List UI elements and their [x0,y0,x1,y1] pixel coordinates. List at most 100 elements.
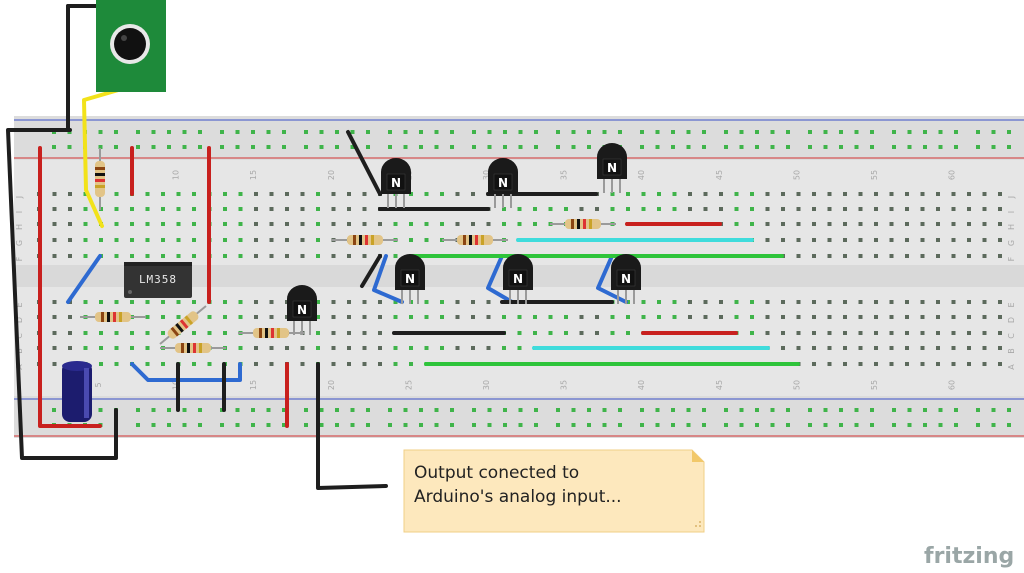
hole [440,192,444,196]
hole [83,222,88,226]
rail-hole [755,408,759,412]
hole [812,192,816,196]
row-letter: J [1007,196,1016,199]
hole [52,238,57,242]
hole [672,315,677,319]
hole [223,207,227,211]
hole [765,192,770,196]
row-letter: C [1007,333,1016,339]
hole [285,254,289,258]
hole [223,315,227,319]
hole [889,254,894,258]
hole [207,362,212,366]
hole [920,315,925,319]
rail-hole [251,423,255,427]
rail-hole [786,145,790,149]
hole [378,346,382,350]
hole [951,254,956,258]
hole [114,222,119,226]
hole [827,315,832,319]
hole [285,346,289,350]
hole [982,238,987,242]
hole [331,207,336,211]
hole [548,207,553,211]
hole [455,192,460,196]
hole [347,346,351,350]
hole [68,331,72,335]
hole [300,207,305,211]
rail-hole [388,130,392,134]
rail-hole [892,130,896,134]
hole [579,331,584,335]
rail-hole [335,423,339,427]
rail-hole [724,145,728,149]
hole [393,346,398,350]
hole [145,300,150,304]
hole [998,300,1002,304]
rail-hole [235,423,240,427]
hole [300,192,305,196]
hole [238,300,243,304]
hole [905,362,909,366]
rail-hole [151,130,156,134]
hole [269,238,274,242]
hole [393,362,398,366]
rail-hole [602,423,607,427]
hole [858,362,863,366]
hole [254,300,258,304]
hole [920,254,925,258]
hole [874,207,878,211]
rail-hole [686,408,691,412]
hole [114,192,119,196]
hole [827,346,832,350]
rail-hole [403,145,408,149]
hole [967,222,971,226]
rail-hole [954,145,958,149]
hole [68,207,72,211]
rail-hole [1007,423,1011,427]
rail-hole [907,423,912,427]
rail-hole [923,130,927,134]
hole [967,300,971,304]
rail-hole [823,408,828,412]
hole [998,238,1002,242]
hole [471,222,475,226]
rail-hole [235,130,240,134]
hole [316,238,320,242]
rail-hole [839,408,843,412]
column-number: 10 [172,170,181,180]
hole [657,192,661,196]
hole [765,331,770,335]
rail-hole [304,408,308,412]
hole [378,362,382,366]
rail-hole [655,423,660,427]
rail-hole [403,130,408,134]
hole [269,254,274,258]
rail-hole [587,423,591,427]
hole [130,238,134,242]
hole [223,300,227,304]
rail-hole [870,408,874,412]
rail-hole [686,423,691,427]
hole [998,207,1002,211]
note-line-1: Output conected to [414,463,579,483]
hole [68,315,72,319]
rail-hole [304,130,308,134]
rail-hole [602,408,607,412]
rail-hole [854,423,859,427]
rail-hole [640,408,644,412]
hole [533,207,537,211]
rail-hole [350,408,355,412]
hole [99,300,103,304]
rail-hole [518,130,523,134]
hole [269,207,274,211]
hole [641,300,646,304]
hole [750,315,754,319]
wire-blue-c [372,254,404,304]
npn-transistor: N [488,158,518,208]
hole [161,238,165,242]
hole [936,207,940,211]
hole [796,346,801,350]
hole [843,207,847,211]
hole [951,300,956,304]
